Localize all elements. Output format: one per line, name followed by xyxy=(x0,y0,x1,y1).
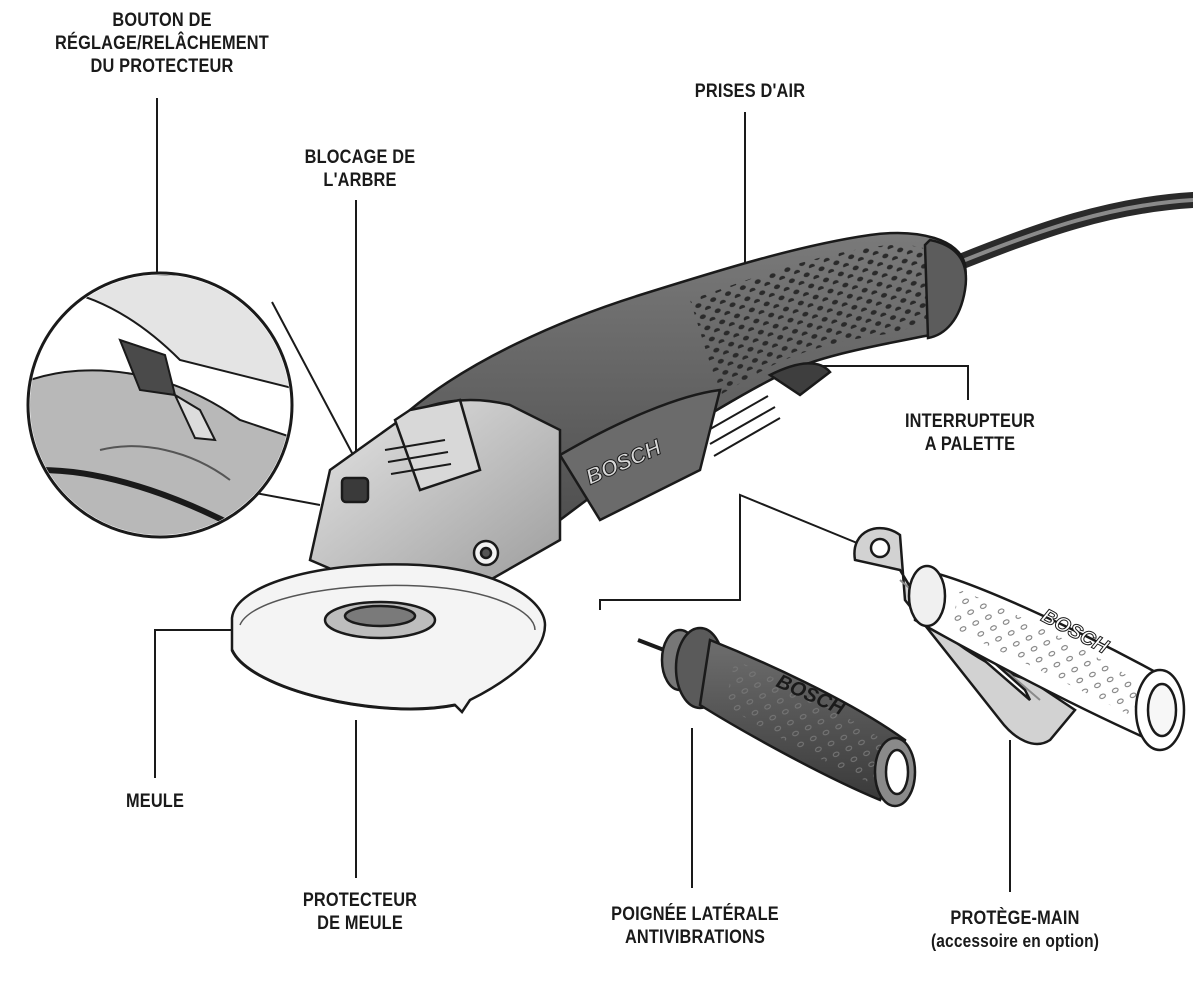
label-hand-guard: PROTÈGE-MAIN (accessoire en option) xyxy=(908,907,1123,953)
leader-wheel xyxy=(154,629,232,778)
paddle-switch-shape xyxy=(767,362,832,397)
label-guard-adjust-button: BOUTON DE RÉGLAGE/RELÂCHEMENT DU PROTECT… xyxy=(16,9,308,78)
side-handle-illustration xyxy=(637,626,917,808)
leader-lines xyxy=(154,98,1011,892)
inset-detail xyxy=(26,271,361,539)
label-wheel: MEULE xyxy=(99,790,211,813)
label-wheel-line1: MEULE xyxy=(125,791,185,812)
label-air-vents-line1: PRISES D'AIR xyxy=(694,81,806,102)
label-side-handle-line2: ANTIVIBRATIONS xyxy=(624,927,766,948)
spindle-lock-button xyxy=(340,476,370,504)
hand-guard-illustration xyxy=(853,526,1186,752)
label-paddle-switch-line1: INTERRUPTEUR xyxy=(904,411,1036,432)
leader-paddle-switch xyxy=(790,365,969,400)
label-paddle-switch-line2: A PALETTE xyxy=(924,434,1016,455)
label-side-handle-line1: POIGNÉE LATÉRALE xyxy=(611,904,779,925)
leader-accessory-bracket xyxy=(599,493,863,610)
label-guard-adjust-line1: BOUTON DE xyxy=(112,10,212,31)
label-guard-adjust-line3: DU PROTECTEUR xyxy=(90,56,234,77)
label-wheel-guard-line2: DE MEULE xyxy=(317,913,403,934)
label-hand-guard-line1: PROTÈGE-MAIN xyxy=(950,908,1080,929)
label-air-vents: PRISES D'AIR xyxy=(664,80,836,103)
grinder-body xyxy=(308,231,968,649)
label-wheel-guard-line1: PROTECTEUR xyxy=(302,890,418,911)
label-paddle-switch: INTERRUPTEUR A PALETTE xyxy=(875,410,1064,456)
label-spindle-lock: BLOCAGE DE L'ARBRE xyxy=(274,146,446,192)
wheel-guard xyxy=(230,563,547,714)
label-guard-adjust-line2: RÉGLAGE/RELÂCHEMENT xyxy=(55,33,269,54)
label-hand-guard-line2: (accessoire en option) xyxy=(930,931,1100,951)
label-side-handle: POIGNÉE LATÉRALE ANTIVIBRATIONS xyxy=(588,903,803,949)
label-spindle-lock-line2: L'ARBRE xyxy=(323,170,397,191)
power-cord xyxy=(952,192,1193,270)
label-spindle-lock-line1: BLOCAGE DE xyxy=(304,147,416,168)
label-wheel-guard: PROTECTEUR DE MEULE xyxy=(283,889,438,935)
